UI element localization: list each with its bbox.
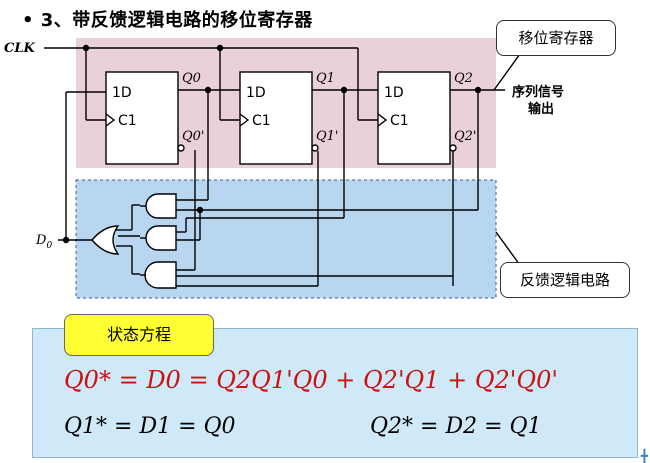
corner-marker: ╋ bbox=[640, 449, 648, 463]
state-equation-label: 状态方程 bbox=[64, 314, 214, 356]
flip-flop-2 bbox=[377, 71, 451, 165]
flip-flop-0 bbox=[105, 71, 179, 165]
equation-q0: Q0* = D0 = Q2Q1'Q0 + Q2'Q1 + Q2'Q0' bbox=[64, 366, 558, 394]
q1-label: Q1 bbox=[316, 71, 335, 86]
q0n-label: Q0' bbox=[182, 129, 205, 144]
callout-feedback-logic: 反馈逻辑电路 bbox=[500, 262, 630, 298]
clk-label: CLK bbox=[4, 41, 35, 56]
q2-label: Q2 bbox=[454, 71, 473, 86]
or-gate bbox=[91, 225, 120, 255]
and-gate-3 bbox=[144, 261, 177, 289]
and-gate-1 bbox=[145, 193, 177, 219]
q1n-label: Q1' bbox=[316, 129, 339, 144]
ff1-c-label: C1 bbox=[252, 113, 271, 129]
flip-flop-1 bbox=[239, 71, 313, 165]
ff2-d-label: 1D bbox=[384, 85, 404, 101]
and-gate-2 bbox=[145, 225, 177, 251]
equation-q1: Q1* = D1 = Q0 bbox=[64, 414, 236, 439]
shift-register-diagram: 1D C1 1D C1 1D C1 CLK Q0 Q1 Q2 Q0' Q1' Q… bbox=[4, 38, 564, 299]
callout-shift-register: 移位寄存器 bbox=[496, 20, 616, 56]
feedback-region bbox=[75, 179, 497, 299]
serial-output-label-1: 序列信号 bbox=[512, 84, 564, 100]
q0-label: Q0 bbox=[182, 71, 201, 86]
ff2-c-label: C1 bbox=[390, 113, 409, 129]
serial-output-label-2: 输出 bbox=[528, 101, 554, 117]
ff0-c-label: C1 bbox=[118, 113, 137, 129]
q2n-label: Q2' bbox=[454, 129, 477, 144]
ff0-d-label: 1D bbox=[112, 85, 132, 101]
slide-title: • 3、带反馈逻辑电路的移位寄存器 bbox=[22, 10, 313, 31]
ff1-d-label: 1D bbox=[246, 85, 266, 101]
equation-q2: Q2* = D2 = Q1 bbox=[370, 414, 542, 439]
d0-label: D0 bbox=[35, 233, 52, 251]
